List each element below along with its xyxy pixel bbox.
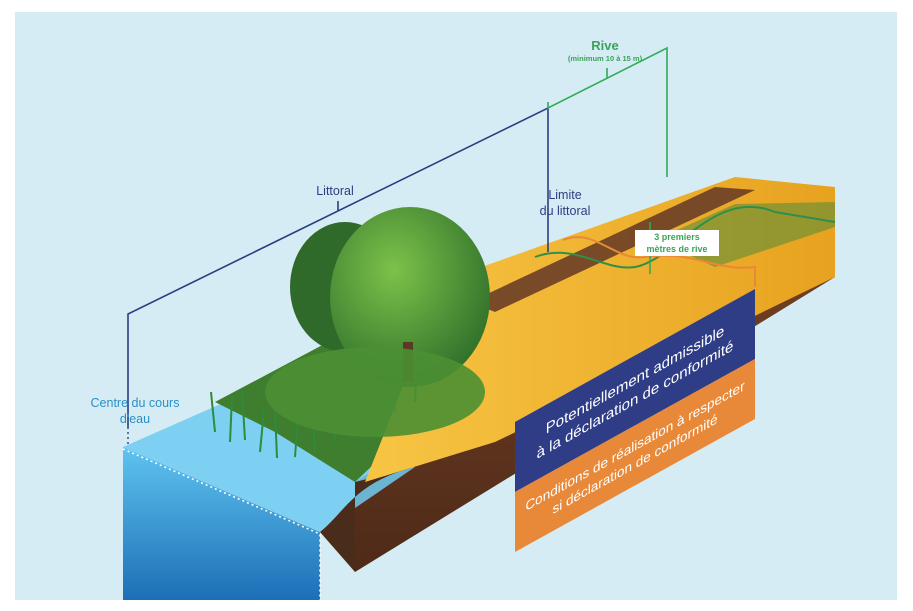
water-edge-dotted — [122, 448, 321, 600]
trois-premiers-metres-label: 3 premiers mètres de rive — [635, 230, 719, 257]
premiers-line1: 3 premiers — [654, 232, 700, 242]
rive-subtitle: (minimum 10 à 15 m) — [567, 54, 643, 63]
centre-cours-eau-label: Centre du cours d'eau — [75, 396, 195, 427]
rive-boundary — [534, 205, 836, 269]
limite-line1: Limite — [548, 188, 582, 202]
landscape-illustration — [122, 46, 836, 600]
orange-boundary — [562, 236, 756, 287]
limite-littoral-label: Limite du littoral — [520, 188, 610, 219]
rive-label: Rive — [591, 38, 619, 53]
littoral-label: Littoral — [316, 184, 354, 198]
diagram-canvas: Rive (minimum 10 à 15 m) Littoral Limite… — [15, 12, 897, 600]
tree-front — [330, 207, 490, 387]
shrubs — [265, 347, 485, 437]
centre-line2: d'eau — [119, 411, 151, 426]
centre-line1: Centre du cours — [90, 396, 180, 410]
littoral-bracket — [127, 106, 549, 427]
water-bank — [320, 467, 415, 572]
water-top — [123, 402, 415, 532]
premiers-line2: mètres de rive — [646, 244, 708, 255]
water-front-face — [123, 447, 320, 600]
limite-line2: du littoral — [539, 203, 591, 218]
